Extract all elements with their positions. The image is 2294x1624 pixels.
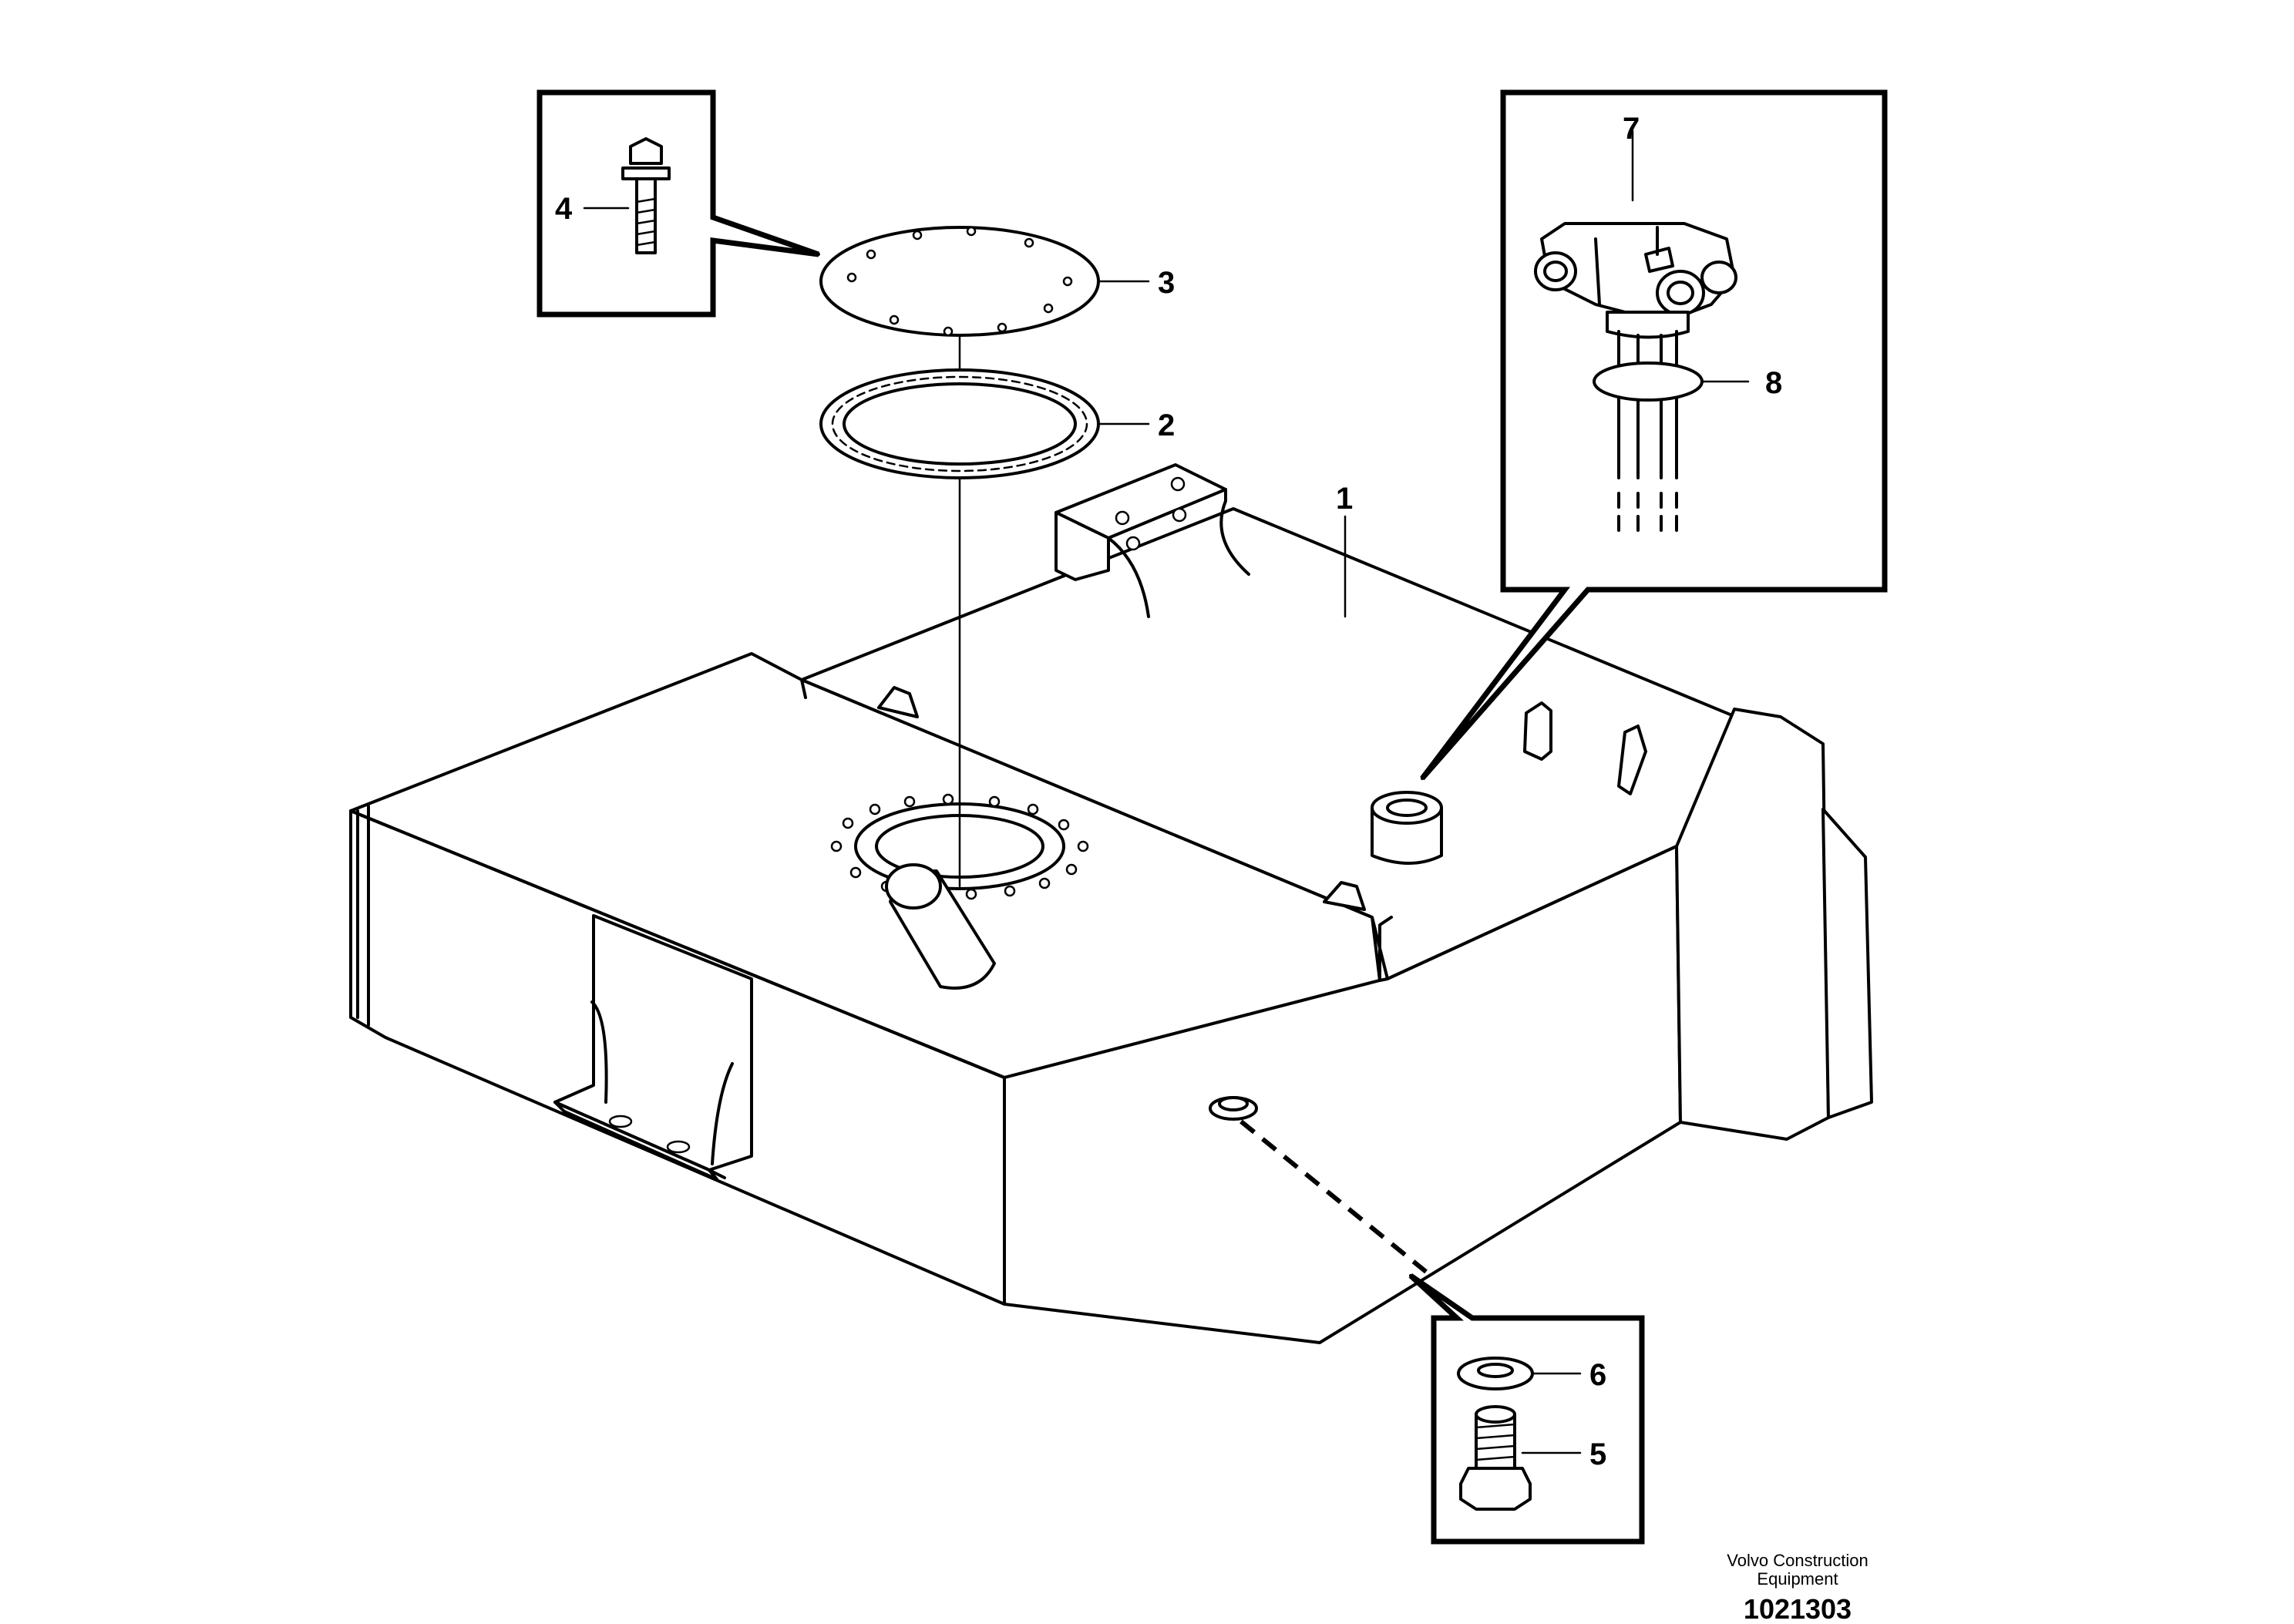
assembly-line-drain	[1240, 1119, 1428, 1274]
maker-line-1: Volvo Construction	[1727, 1551, 1868, 1570]
fuel-sender-part-7	[1534, 222, 1737, 339]
detail-box-bolt: 4	[536, 89, 820, 318]
callout-5: 5	[1589, 1437, 1606, 1471]
drain-boss	[1209, 1096, 1258, 1121]
callout-8: 8	[1765, 366, 1782, 400]
gasket	[819, 368, 1100, 479]
document-number: 1021303	[1744, 1593, 1852, 1620]
front-mount-bracket	[553, 914, 753, 1181]
callout-1: 1	[1336, 482, 1353, 516]
washer-part-6	[1457, 1357, 1534, 1390]
callout-2: 2	[1158, 409, 1175, 442]
cover-plate	[819, 226, 1100, 337]
sender-tubes	[1617, 330, 1678, 541]
detail-box-sender: 7 8	[1420, 89, 1888, 781]
callout-6: 6	[1589, 1358, 1606, 1392]
callout-7: 7	[1623, 112, 1640, 146]
top-lugs	[877, 686, 1647, 911]
callout-3: 3	[1158, 266, 1175, 300]
maker-line-2: Equipment	[1757, 1569, 1838, 1589]
detail-box-drain: 6 5	[1408, 1273, 1645, 1545]
drain-plug-part-5	[1459, 1405, 1532, 1511]
rear-top-bracket	[1054, 463, 1250, 618]
filler-opening	[830, 793, 1089, 990]
fuel-tank	[349, 507, 1873, 1344]
callout-4: 4	[555, 192, 573, 226]
bolt-part-4	[621, 137, 671, 254]
sender-port	[1371, 791, 1443, 865]
o-ring-part-8	[1593, 361, 1704, 402]
tank-end-rail	[1821, 808, 1873, 1119]
